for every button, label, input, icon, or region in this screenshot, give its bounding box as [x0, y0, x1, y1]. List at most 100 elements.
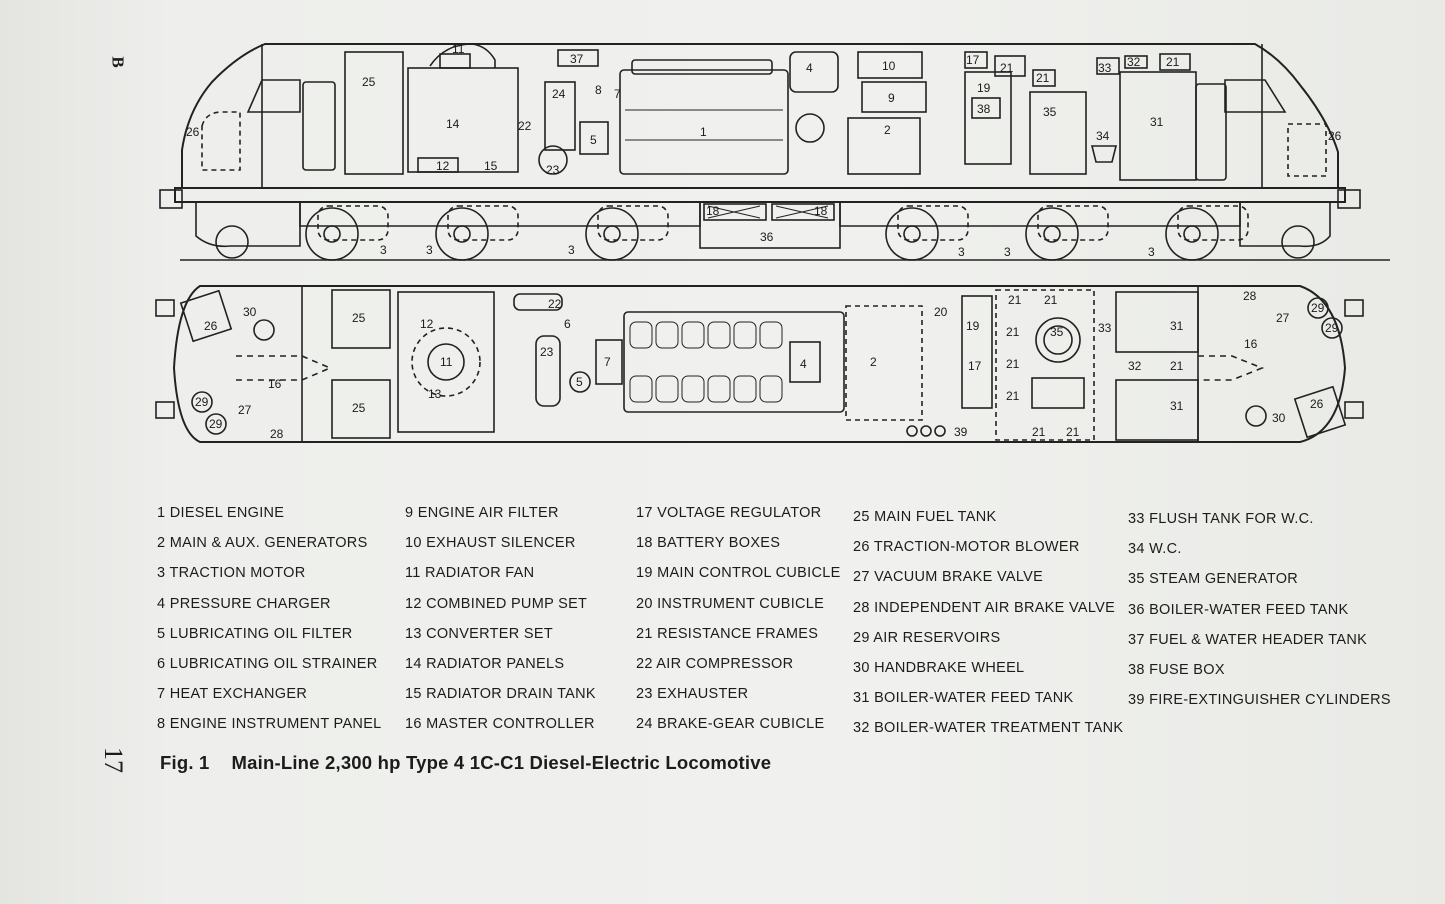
callout-22: 22: [518, 119, 532, 133]
callout-35: 35: [1043, 105, 1057, 119]
callout-30: 30: [243, 305, 257, 319]
callout-19b: 19: [966, 319, 980, 333]
callout-4b: 4: [800, 357, 807, 371]
legend-item: 39 FIRE-EXTINGUISHER CYLINDERS: [1128, 692, 1391, 709]
legend-item: 25 MAIN FUEL TANK: [853, 509, 997, 525]
legend-item: 15 RADIATOR DRAIN TANK: [405, 686, 596, 703]
callout-25: 25: [362, 75, 376, 89]
legend-item: 4 PRESSURE CHARGER: [157, 595, 331, 612]
callout-26b: 26: [1328, 129, 1342, 143]
callout-22b: 22: [548, 297, 562, 311]
locomotive-diagram: 11 37 25 14 4 10 9 24 8 7 1 2 22 5 12 15…: [155, 42, 1390, 443]
callout-38: 38: [977, 102, 991, 116]
callout-4: 4: [806, 61, 813, 75]
callout-30b: 30: [1272, 411, 1286, 425]
callout-17: 17: [966, 53, 980, 67]
legend-item: 10 EXHAUST SILENCER: [405, 535, 576, 552]
callout-21c: 21: [1166, 55, 1180, 69]
callout-29a: 29: [1311, 301, 1325, 315]
callout-23: 23: [546, 163, 560, 177]
callout-8: 8: [595, 83, 602, 97]
callout-3c: 3: [568, 243, 575, 257]
legend-item: 22 AIR COMPRESSOR: [636, 655, 794, 672]
legend-item: 31 BOILER-WATER FEED TANK: [853, 690, 1074, 707]
callout-39: 39: [954, 425, 968, 439]
callout-31c: 31: [1170, 399, 1184, 413]
legend-item: 35 STEAM GENERATOR: [1128, 571, 1299, 588]
callout-11: 11: [452, 42, 465, 56]
callout-17b: 17: [968, 359, 982, 373]
legend-item: 9 ENGINE AIR FILTER: [405, 505, 559, 521]
legend-item: 27 VACUUM BRAKE VALVE: [853, 569, 1044, 586]
figure-title: Main-Line 2,300 hp Type 4 1C-C1 Diesel-E…: [231, 752, 772, 773]
plan-outline: [172, 285, 1347, 443]
legend-item: 8 ENGINE INSTRUMENT PANEL: [157, 716, 382, 733]
legend-item: 6 LUBRICATING OIL STRAINER: [157, 655, 378, 672]
callout-16b: 16: [268, 377, 282, 391]
legend-column-1: 1 DIESEL ENGINE 2 MAIN & AUX. GENERATORS…: [157, 502, 382, 744]
legend-item: 12 COMBINED PUMP SET: [405, 595, 588, 612]
callout-21d: 21: [1008, 293, 1022, 307]
legend-column-4: 25 MAIN FUEL TANK 26 TRACTION-MOTOR BLOW…: [853, 506, 1123, 748]
callout-32: 32: [1127, 55, 1141, 69]
legend-item: 32 BOILER-WATER TREATMENT TANK: [853, 720, 1124, 737]
callout-16: 16: [1244, 337, 1258, 351]
callout-1: 1: [700, 125, 707, 139]
callout-21b: 21: [1036, 71, 1050, 85]
callout-26: 26: [186, 125, 200, 139]
callout-21h: 21: [1006, 389, 1020, 403]
callout-10: 10: [882, 59, 896, 73]
callout-25b: 25: [352, 311, 366, 325]
callout-37: 37: [570, 52, 584, 66]
callout-23b: 23: [540, 345, 554, 359]
callout-13: 13: [428, 387, 442, 401]
callout-3b: 3: [426, 243, 433, 257]
callout-32b: 32: [1128, 359, 1142, 373]
callout-21e: 21: [1044, 293, 1058, 307]
callout-31: 31: [1150, 115, 1164, 129]
legend-item: 24 BRAKE-GEAR CUBICLE: [636, 716, 825, 733]
callout-29b: 29: [1325, 321, 1339, 335]
callout-5b: 5: [576, 375, 583, 389]
legend-column-3: 17 VOLTAGE REGULATOR 18 BATTERY BOXES 19…: [636, 502, 841, 744]
callout-26d: 26: [1310, 397, 1324, 411]
callout-24: 24: [552, 87, 566, 101]
callout-26c: 26: [204, 319, 218, 333]
component-legend: 1 DIESEL ENGINE 2 MAIN & AUX. GENERATORS…: [0, 502, 1445, 742]
plan-view: [155, 285, 1364, 443]
callout-29d: 29: [209, 417, 223, 431]
callout-33b: 33: [1098, 321, 1112, 335]
callout-3a: 3: [380, 243, 387, 257]
bogie-wheels: [215, 207, 1315, 261]
callout-3d: 3: [958, 245, 965, 259]
legend-item: 2 MAIN & AUX. GENERATORS: [157, 535, 368, 552]
legend-item: 36 BOILER-WATER FEED TANK: [1128, 601, 1349, 618]
callout-21k: 21: [1170, 359, 1184, 373]
legend-item: 13 CONVERTER SET: [405, 625, 553, 642]
callout-20: 20: [934, 305, 948, 319]
callout-35b: 35: [1050, 325, 1064, 339]
callout-numbers: 11 37 25 14 4 10 9 24 8 7 1 2 22 5 12 15…: [186, 42, 1342, 441]
side-elevation: [159, 43, 1390, 261]
callout-12: 12: [436, 159, 450, 173]
callout-21: 21: [1000, 61, 1014, 75]
legend-item: 37 FUEL & WATER HEADER TANK: [1128, 631, 1368, 648]
callout-11b: 11: [440, 355, 453, 369]
legend-item: 38 FUSE BOX: [1128, 661, 1225, 678]
callout-27: 27: [1276, 311, 1290, 325]
legend-item: 23 EXHAUSTER: [636, 686, 749, 703]
legend-item: 29 AIR RESERVOIRS: [853, 629, 1001, 646]
callout-14: 14: [446, 117, 460, 131]
callout-36: 36: [760, 230, 774, 244]
callout-6: 6: [564, 317, 571, 331]
legend-item: 21 RESISTANCE FRAMES: [636, 625, 819, 642]
callout-25c: 25: [352, 401, 366, 415]
callout-3f: 3: [1148, 245, 1155, 259]
callout-9: 9: [888, 91, 895, 105]
callout-7: 7: [614, 87, 621, 101]
callout-12b: 12: [420, 317, 434, 331]
callout-3e: 3: [1004, 245, 1011, 259]
page-number: 17: [99, 747, 128, 773]
